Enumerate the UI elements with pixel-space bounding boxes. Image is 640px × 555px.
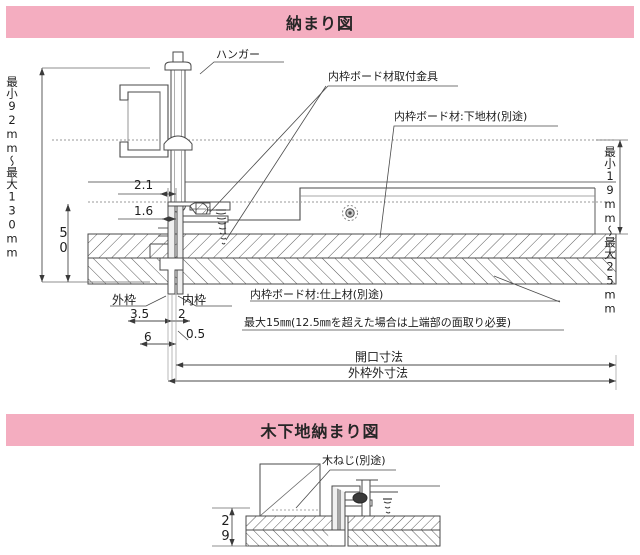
callout-inner-frame-board-finish-note: 最大15㎜(12.5㎜を超えた場合は上端部の面取り必要) [244,316,512,329]
bottom-dim-outer-frame-outside: 外枠外寸法 [348,366,409,380]
dim-3-5: 3.5 [130,307,150,321]
label-inner-frame: 内枠 [182,293,207,307]
dim-0-5: 0.5 [186,327,206,341]
callout-hanger: ハンガー [216,48,260,61]
vertical-dim-29: 29 [218,514,233,544]
callout-inner-frame-board-bracket: 内枠ボード材取付金具 [328,70,438,83]
section-title-main: 納まり図 [285,14,354,33]
label-outer-frame: 外枠 [112,293,137,307]
vertical-dim-frame-height: 50 [56,226,71,256]
section-title-wood: 木下地納まり図 [260,422,380,441]
section-header-main: 納まり図 [6,6,634,38]
dim-2-1: 2.1 [134,178,154,192]
vertical-dim-overall-height-range: 最小92mm〜最大130mm [5,76,19,260]
section-header-wood: 木下地納まり図 [6,414,634,446]
bottom-dim-opening: 開口寸法 [355,350,404,364]
dim-1-6: 1.6 [134,204,154,218]
callout-wood-screw: 木ねじ(別途) [322,454,386,467]
dim-6: 6 [144,330,152,344]
callout-inner-frame-board-substrate: 内枠ボード材:下地材(別途) [394,110,528,123]
dim-2: 2 [178,307,186,321]
callout-inner-frame-board-finish: 内枠ボード材:仕上材(別途) [250,288,384,301]
